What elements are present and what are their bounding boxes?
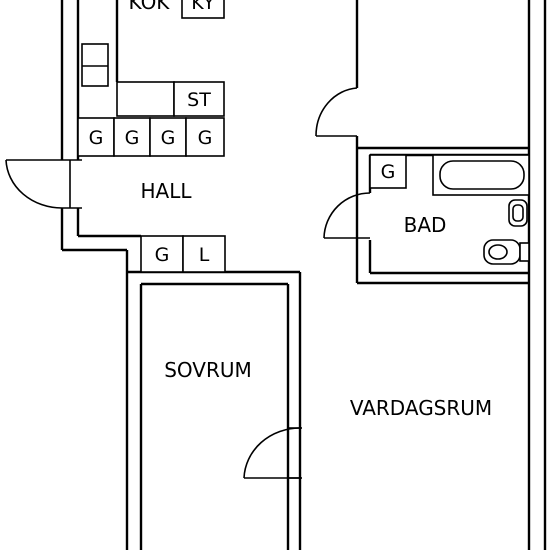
entrance-door bbox=[5, 159, 82, 209]
closet-box-4 bbox=[185, 117, 225, 157]
stove-box bbox=[173, 81, 225, 117]
interior-walls bbox=[115, 0, 529, 550]
kitchen-door bbox=[315, 87, 358, 137]
closet-label-3: G bbox=[161, 127, 176, 149]
bathroom-fixtures bbox=[432, 154, 530, 265]
bedroom-door bbox=[243, 427, 302, 479]
closet-label-1: G bbox=[89, 127, 104, 149]
kitchen-fixtures bbox=[81, 0, 225, 117]
closet-label-4: G bbox=[198, 127, 213, 149]
closets bbox=[77, 117, 407, 273]
doors bbox=[5, 87, 371, 479]
room-label-kok: KÖK bbox=[129, 0, 171, 14]
toilet-icon bbox=[483, 239, 530, 265]
outer-walls bbox=[60, 0, 547, 550]
bathtub-icon bbox=[432, 154, 530, 196]
labels: KÖK HALL BAD SOVRUM VARDAGSRUM KY ST G G… bbox=[89, 0, 493, 420]
room-label-vardagsrum: VARDAGSRUM bbox=[350, 396, 492, 420]
sink-icon bbox=[508, 199, 528, 227]
kitchen-counter bbox=[116, 81, 175, 117]
hall-closet-label: G bbox=[155, 244, 170, 266]
fridge-label: KY bbox=[191, 0, 215, 14]
linen-label: L bbox=[199, 244, 210, 266]
room-label-hall: HALL bbox=[140, 179, 192, 203]
bathroom-door bbox=[323, 192, 371, 239]
appliance-icon bbox=[81, 43, 109, 87]
fridge-box bbox=[181, 0, 225, 19]
stove-label: ST bbox=[187, 89, 211, 111]
bath-closet-label: G bbox=[381, 161, 396, 183]
closet-box-2 bbox=[113, 117, 151, 157]
closet-label-2: G bbox=[125, 127, 140, 149]
linen-box bbox=[182, 235, 226, 273]
room-label-sovrum: SOVRUM bbox=[164, 358, 252, 382]
bath-closet-box bbox=[369, 154, 407, 189]
room-label-bad: BAD bbox=[404, 213, 447, 237]
